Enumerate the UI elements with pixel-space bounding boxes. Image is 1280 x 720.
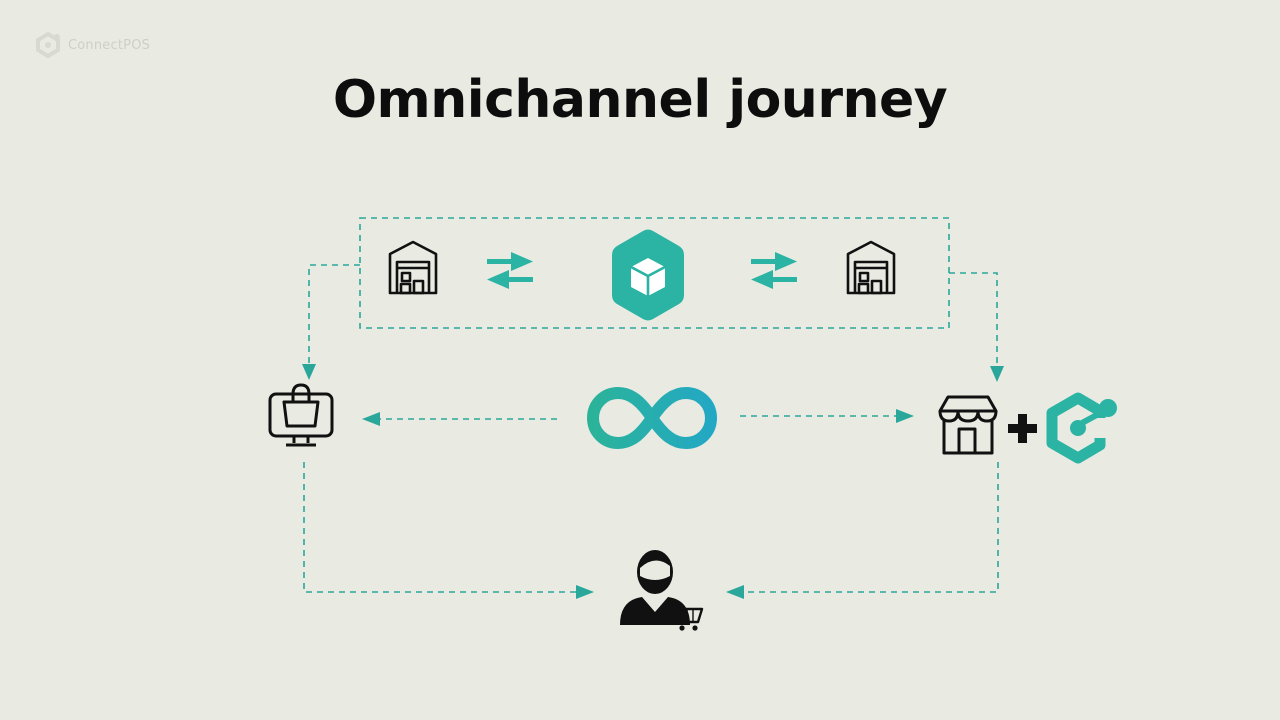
connector-box-to-online-store	[308, 264, 360, 364]
connector-physical-store-to-customer	[742, 462, 999, 593]
box-hexagon-icon	[612, 229, 684, 321]
arrowhead-left-online	[362, 412, 380, 426]
storefront-icon	[938, 395, 998, 455]
transfer-arrows-icon	[487, 252, 533, 289]
connector-online-store-to-customer	[303, 462, 578, 593]
connector-arrowheads	[302, 364, 1004, 599]
connectpos-icon	[36, 32, 60, 58]
arrowhead-down-left	[302, 364, 316, 380]
transfer-arrows-icon	[751, 252, 797, 289]
arrowhead-down-right	[990, 366, 1004, 382]
online-shopping-monitor-icon	[268, 383, 334, 447]
page-title: Omnichannel journey	[332, 70, 948, 130]
warehouse-icon	[388, 240, 438, 295]
arrowhead-left-customer	[726, 585, 744, 599]
infinity-icon	[587, 387, 717, 449]
connector-box-to-physical-store	[949, 272, 998, 366]
arrowhead-right-store	[896, 409, 914, 423]
connector-lines	[303, 217, 999, 593]
customer-cart-icon	[620, 550, 704, 631]
warehouse-icon	[846, 240, 896, 295]
plus-icon	[1008, 414, 1037, 443]
brand-logo-text: ConnectPOS	[68, 37, 151, 53]
arrowhead-right-customer	[576, 585, 594, 599]
connectpos-icon	[1046, 392, 1117, 464]
brand-logo: ConnectPOS	[34, 32, 150, 58]
